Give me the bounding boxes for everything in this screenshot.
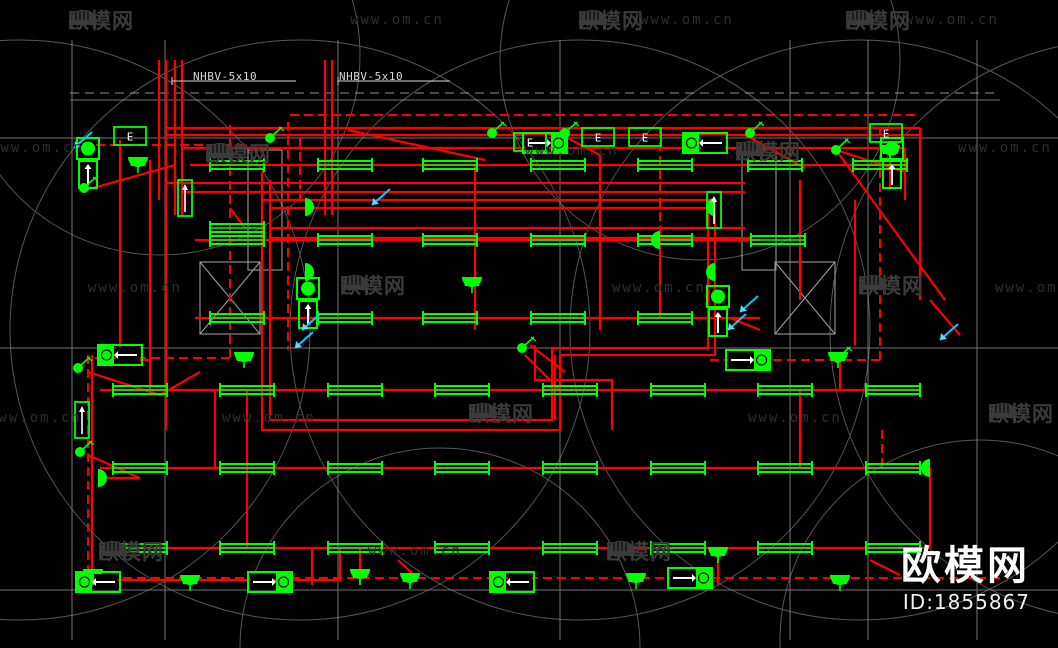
cable-label-right: NHBV-5x10 <box>339 70 404 83</box>
exit-sign-fixtures <box>75 132 771 593</box>
conduit-wiring-network <box>87 60 961 585</box>
downlight-fixtures <box>82 144 901 592</box>
cable-label-left: NHBV-5x10 <box>193 70 258 83</box>
distribution-box-symbols <box>74 179 722 439</box>
linear-luminaire-upper-left <box>209 220 265 236</box>
label-leader-lines <box>171 77 450 85</box>
junction-dots <box>72 121 853 458</box>
architectural-outline <box>199 149 836 335</box>
